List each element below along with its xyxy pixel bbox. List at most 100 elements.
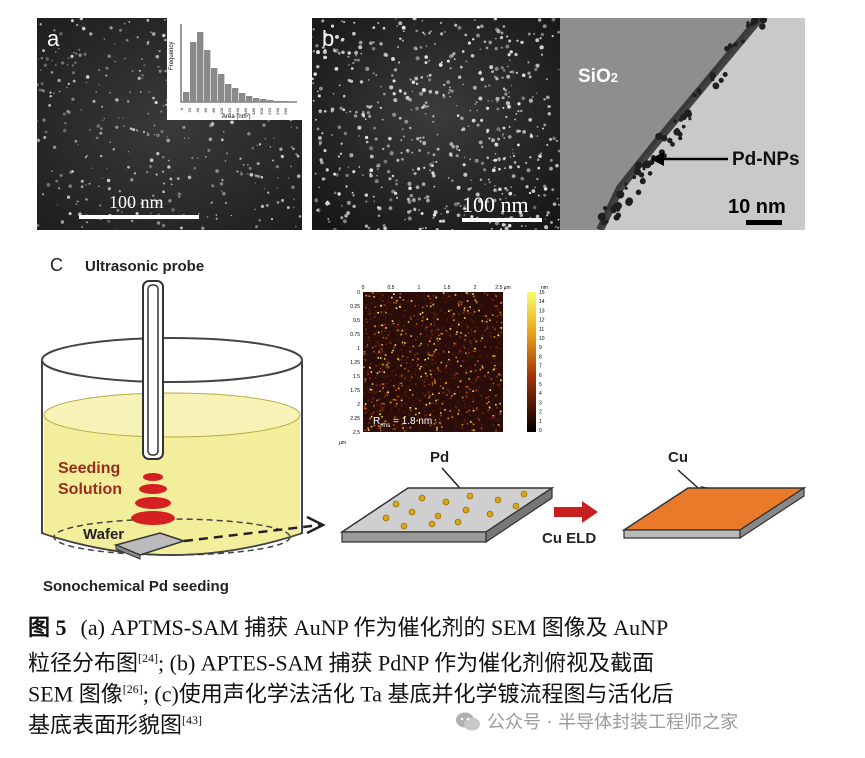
afm-y-unit: µm — [339, 440, 346, 446]
svg-text:2.5: 2.5 — [353, 430, 360, 436]
pd-particle — [442, 498, 450, 506]
svg-text:0.5: 0.5 — [388, 285, 395, 291]
panel-b-scale-label-left: 100 nm — [462, 192, 529, 217]
beaker-diagram — [41, 280, 321, 560]
pd-label: Pd — [430, 449, 450, 466]
svg-text:1.5: 1.5 — [353, 374, 360, 380]
pd-np-label: Pd-NPs — [732, 149, 800, 170]
svg-text:0: 0 — [179, 107, 184, 110]
pd-particle — [434, 512, 442, 520]
ultrasonic-waves — [131, 473, 175, 525]
ultrasonic-probe-label: Ultrasonic probe — [85, 258, 205, 275]
cu-label: Cu — [668, 449, 688, 466]
svg-text:5: 5 — [539, 382, 542, 388]
dashed-arrow-head — [306, 515, 326, 535]
svg-text:2: 2 — [357, 402, 360, 408]
pd-particle — [428, 520, 436, 528]
pd-particle — [392, 500, 400, 508]
svg-text:0: 0 — [539, 428, 542, 434]
caption-line-2: 粒径分布图[24]; (b) APTES-SAM 捕获 PdNP 作为催化剂俯视… — [28, 650, 655, 676]
panel-b-tem-image: SiO2 Pd-NPs 10 nm — [560, 18, 805, 230]
pd-particle — [408, 508, 416, 516]
svg-text:15: 15 — [539, 290, 545, 296]
pd-particle — [520, 490, 528, 498]
reference-26[interactable]: [26] — [122, 682, 143, 696]
figure-number: 图 5 — [28, 615, 67, 640]
colorbar-unit: nm — [541, 285, 548, 291]
caption-line-1: 图 5 (a) APTMS-SAM 捕获 AuNP 作为催化剂的 SEM 图像及 … — [28, 612, 668, 643]
svg-text:0.25: 0.25 — [350, 304, 360, 310]
svg-text:1.75: 1.75 — [350, 388, 360, 394]
figure-caption: 图 5 (a) APTMS-SAM 捕获 AuNP 作为催化剂的 SEM 图像及 … — [0, 612, 865, 752]
svg-text:20: 20 — [187, 107, 192, 112]
pd-particle — [512, 502, 520, 510]
svg-text:2.5 µm: 2.5 µm — [495, 285, 510, 291]
pd-particle — [454, 518, 462, 526]
reference-24[interactable]: [24] — [138, 651, 159, 665]
caption-line-1-text: (a) APTMS-SAM 捕获 AuNP 作为催化剂的 SEM 图像及 AuN… — [80, 615, 669, 640]
svg-text:7: 7 — [539, 364, 542, 370]
reference-43[interactable]: [43] — [182, 713, 203, 727]
svg-text:2: 2 — [539, 410, 542, 416]
panel-b-scale-bar-left — [462, 218, 542, 222]
panel-b-sem-image: b 100 nm — [312, 18, 560, 230]
panel-c-label: C — [50, 255, 63, 275]
svg-text:60: 60 — [203, 107, 208, 112]
svg-text:220: 220 — [267, 107, 272, 114]
svg-text:100: 100 — [219, 107, 224, 114]
ultrasonic-probe — [142, 280, 164, 460]
svg-text:14: 14 — [539, 299, 545, 305]
histogram-ylabel: Frequency — [169, 42, 175, 70]
svg-text:8: 8 — [539, 354, 542, 360]
svg-text:40: 40 — [195, 107, 200, 112]
pd-particle — [418, 494, 426, 502]
svg-text:200: 200 — [259, 107, 264, 114]
svg-text:80: 80 — [211, 107, 216, 112]
sonochemical-label: Sonochemical Pd seeding — [43, 578, 229, 595]
panel-b-scale-label-right: 10 nm — [728, 196, 786, 218]
panel-a-scale-bar — [79, 215, 199, 219]
svg-text:240: 240 — [275, 107, 280, 114]
svg-text:10: 10 — [539, 336, 545, 342]
sio2-label: SiO2 — [578, 66, 618, 87]
panel-b-label: b — [322, 26, 335, 51]
svg-text:0.5: 0.5 — [353, 318, 360, 324]
cu-coated-substrate — [621, 469, 807, 540]
red-arrow — [554, 501, 598, 523]
panel-a-scale-label: 100 nm — [109, 192, 164, 212]
wafer-label: Wafer — [83, 526, 125, 543]
histogram-xlabel: Area (nm²) — [222, 114, 251, 120]
caption-line-4: 基底表面形貌图[43] — [28, 712, 203, 738]
rms-label: Rrms = 1.8 nm — [373, 416, 433, 429]
wechat-icon — [456, 712, 480, 731]
seeding-label-2: Solution — [58, 481, 122, 498]
watermark: 公众号 · 半导体封装工程师之家 — [455, 708, 738, 734]
svg-text:9: 9 — [539, 345, 542, 351]
cu-eld-label: Cu ELD — [542, 530, 597, 547]
pd-particle — [494, 496, 502, 504]
panel-b-texture — [312, 18, 560, 230]
svg-text:180: 180 — [251, 107, 256, 114]
svg-text:2.25: 2.25 — [350, 416, 360, 422]
svg-text:260: 260 — [283, 107, 288, 114]
svg-text:160: 160 — [243, 107, 248, 114]
svg-text:3: 3 — [539, 400, 542, 406]
svg-text:1: 1 — [357, 346, 360, 352]
svg-text:12: 12 — [539, 318, 545, 324]
caption-line-3: SEM 图像[26]; (c)使用声化学法活化 Ta 基底并化学镀流程图与活化后 — [28, 681, 674, 707]
svg-text:11: 11 — [539, 327, 544, 333]
pd-particle — [486, 510, 494, 518]
svg-text:1.5: 1.5 — [444, 285, 451, 291]
svg-text:1.25: 1.25 — [350, 360, 360, 366]
svg-text:140: 140 — [235, 107, 240, 114]
panel-a-label: a — [47, 26, 60, 51]
svg-text:13: 13 — [539, 308, 545, 314]
svg-text:0: 0 — [362, 285, 365, 291]
svg-text:6: 6 — [539, 373, 542, 379]
svg-text:2: 2 — [474, 285, 477, 291]
pd-particle — [466, 492, 474, 500]
